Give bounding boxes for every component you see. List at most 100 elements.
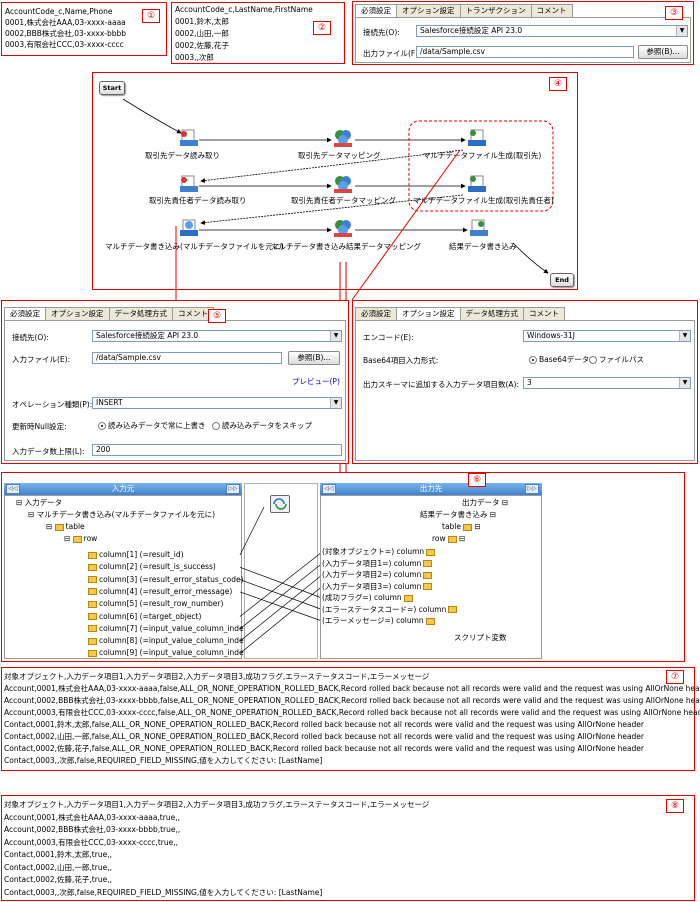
preview-link[interactable]: プレビュー(P) <box>292 377 340 386</box>
script-function-icon[interactable] <box>270 495 290 513</box>
input-limit-field[interactable]: 200 <box>92 444 342 456</box>
start-node[interactable]: Start <box>99 81 125 95</box>
csv-icon[interactable] <box>179 175 199 193</box>
expand-left-button[interactable]: ▷▷ <box>226 484 240 494</box>
tab-option-settings[interactable]: オプション設定 <box>45 307 110 320</box>
source-column[interactable]: column[4] (=result_error_message) <box>88 587 232 597</box>
target-column[interactable]: (エラーメッセージ=) column <box>322 616 437 626</box>
input-file-field[interactable]: /data/Sample.csv <box>92 352 282 364</box>
source-column[interactable]: column[3] (=result_error_status_code) <box>88 575 244 585</box>
null-option-overwrite[interactable]: 読み込みデータで常に上書き <box>98 420 206 431</box>
csv-contacts-line: AccountCode_c,LastName,FirstName <box>175 5 313 14</box>
source-column[interactable]: column[2] (=result_is_success) <box>88 562 216 572</box>
target-column[interactable]: (対象オブジェクト=) column <box>322 547 437 557</box>
sfdc-icon[interactable] <box>467 175 487 193</box>
column-icon <box>88 600 97 608</box>
mapping-link[interactable] <box>239 551 323 617</box>
schema-count-select[interactable]: 3 ▼ <box>523 377 691 389</box>
panel3-tabs: 必須設定 オプション設定 トランザクション コメント <box>355 4 573 18</box>
null-setting-label: 更新時Null設定: <box>12 422 67 431</box>
mapper-icon[interactable] <box>333 218 353 237</box>
sfdc-icon[interactable] <box>179 219 199 237</box>
source-column[interactable]: column[7] (=input_value_column_index1) <box>88 624 256 634</box>
source-column[interactable]: column[5] (=result_row_number) <box>88 599 223 609</box>
encode-value: Windows-31J <box>527 331 575 340</box>
source-column[interactable]: column[9] (=input_value_column_index3) <box>88 648 256 658</box>
tree-root-output[interactable]: 出力データ ⊟ <box>462 498 509 507</box>
tree-node-row-out[interactable]: row ⊟ <box>432 534 466 543</box>
tree-node-row[interactable]: ⊟ row <box>64 534 98 543</box>
mapping-link[interactable] <box>239 591 323 622</box>
encode-select[interactable]: Windows-31J ▼ <box>523 330 691 342</box>
source-column-label: column[8] (=input_value_column_index2) <box>99 636 256 646</box>
tree-node-table-out[interactable]: table ⊟ <box>442 522 481 531</box>
radio-icon <box>212 422 220 430</box>
csv-icon[interactable] <box>179 129 199 147</box>
output-file-field[interactable]: /data/Sample.csv <box>416 46 634 58</box>
target-column[interactable]: (入力データ項目3=) column <box>322 582 434 592</box>
result-failure-line: Account,0003,有限会社CCC,03-xxxx-cccc,false,… <box>4 708 700 717</box>
browse-button[interactable]: 参照(B)... <box>288 351 340 365</box>
result-success-lines: 対象オブジェクト,入力データ項目1,入力データ項目2,入力データ項目3,成功フラ… <box>4 799 429 899</box>
badge-3: ③ <box>665 6 683 20</box>
mapper-icon[interactable] <box>333 174 353 193</box>
source-column[interactable]: column[1] (=result_id) <box>88 550 184 560</box>
node-label-account-mapping: 取引先データマッピング <box>298 151 381 160</box>
target-column[interactable]: (入力データ項目1=) column <box>322 559 434 569</box>
tree-node-result-write[interactable]: 結果データ書き込み ⊟ <box>420 510 497 519</box>
tree-node-table[interactable]: ⊟ table <box>46 522 85 531</box>
result-success-line: Contact,0002,佐藤,花子,true,, <box>4 875 112 884</box>
node-label-account-read: 取引先データ読み取り <box>145 151 220 160</box>
source-column-label: column[9] (=input_value_column_index3) <box>99 648 256 658</box>
mapping-link[interactable] <box>239 579 323 610</box>
target-column-label: (エラーステータスコード=) column <box>322 604 447 614</box>
result-failure-line: Contact,0003,,次郎,false,REQUIRED_FIELD_MI… <box>4 756 323 765</box>
tree-node-multi-write[interactable]: ⊟ マルチデータ書き込み(マルチデータファイルを元に) <box>28 510 216 519</box>
column-icon <box>88 625 97 633</box>
tab-required-settings[interactable]: 必須設定 <box>355 307 397 320</box>
source-column[interactable]: column[6] (=target_object) <box>88 612 201 622</box>
end-node[interactable]: End <box>550 273 574 287</box>
operation-select[interactable]: INSERT ▼ <box>92 397 342 409</box>
base64-option-path[interactable]: ファイルパス <box>589 354 644 365</box>
column-icon <box>88 649 97 657</box>
collapse-right-button[interactable]: ◁◁ <box>322 484 336 494</box>
tab-option-settings[interactable]: オプション設定 <box>396 307 461 321</box>
connection-select[interactable]: Salesforce接続設定 API 23.0 ▼ <box>416 25 688 37</box>
tab-comment[interactable]: コメント <box>530 4 573 17</box>
connection-select[interactable]: Salesforce接続設定 API 23.0 ▼ <box>92 330 342 342</box>
mapping-link[interactable] <box>239 566 323 599</box>
tab-data-processing[interactable]: データ処理方式 <box>108 307 173 320</box>
mapping-link[interactable] <box>239 574 323 642</box>
mapping-link[interactable] <box>239 563 323 630</box>
source-column-label: column[4] (=result_error_message) <box>99 586 233 596</box>
tree-node-result-write-label: 結果データ書き込み <box>420 510 488 519</box>
tree-root-input[interactable]: ⊟ 入力データ <box>16 498 63 507</box>
browse-button[interactable]: 参照(B)... <box>638 45 688 59</box>
target-column[interactable]: (入力データ項目2=) column <box>322 570 434 580</box>
column-icon <box>448 606 458 613</box>
mapping-link[interactable] <box>239 506 265 556</box>
expand-right-button[interactable]: ▷▷ <box>525 484 539 494</box>
tab-comment[interactable]: コメント <box>523 307 565 320</box>
null-option-skip[interactable]: 読み込みデータをスキップ <box>212 420 312 431</box>
tab-data-processing[interactable]: データ処理方式 <box>459 307 524 320</box>
mapper-icon[interactable] <box>333 128 353 147</box>
target-column[interactable]: (エラーステータスコード=) column <box>322 605 459 615</box>
tab-required-settings[interactable]: 必須設定 <box>4 307 46 321</box>
source-column[interactable]: column[8] (=input_value_column_index2) <box>88 636 256 646</box>
target-column[interactable]: (成功フラグ=) column <box>322 593 415 603</box>
sfdc-icon[interactable] <box>467 129 487 147</box>
column-icon <box>88 637 97 645</box>
base64-option-data[interactable]: Base64データ <box>529 354 589 365</box>
collapse-left-button[interactable]: ◁◁ <box>6 484 20 494</box>
tree-root-input-label: 入力データ <box>24 498 63 507</box>
mapping-link[interactable] <box>239 586 323 654</box>
csv-icon[interactable] <box>469 219 489 237</box>
result-failure-lines: 対象オブジェクト,入力データ項目1,入力データ項目2,入力データ項目3,成功フラ… <box>4 671 700 767</box>
result-output-success: 対象オブジェクト,入力データ項目1,入力データ項目2,入力データ項目3,成功フラ… <box>1 795 695 901</box>
script-variables-node[interactable]: スクリプト変数 <box>454 633 507 642</box>
encode-label: エンコード(E): <box>363 333 414 342</box>
